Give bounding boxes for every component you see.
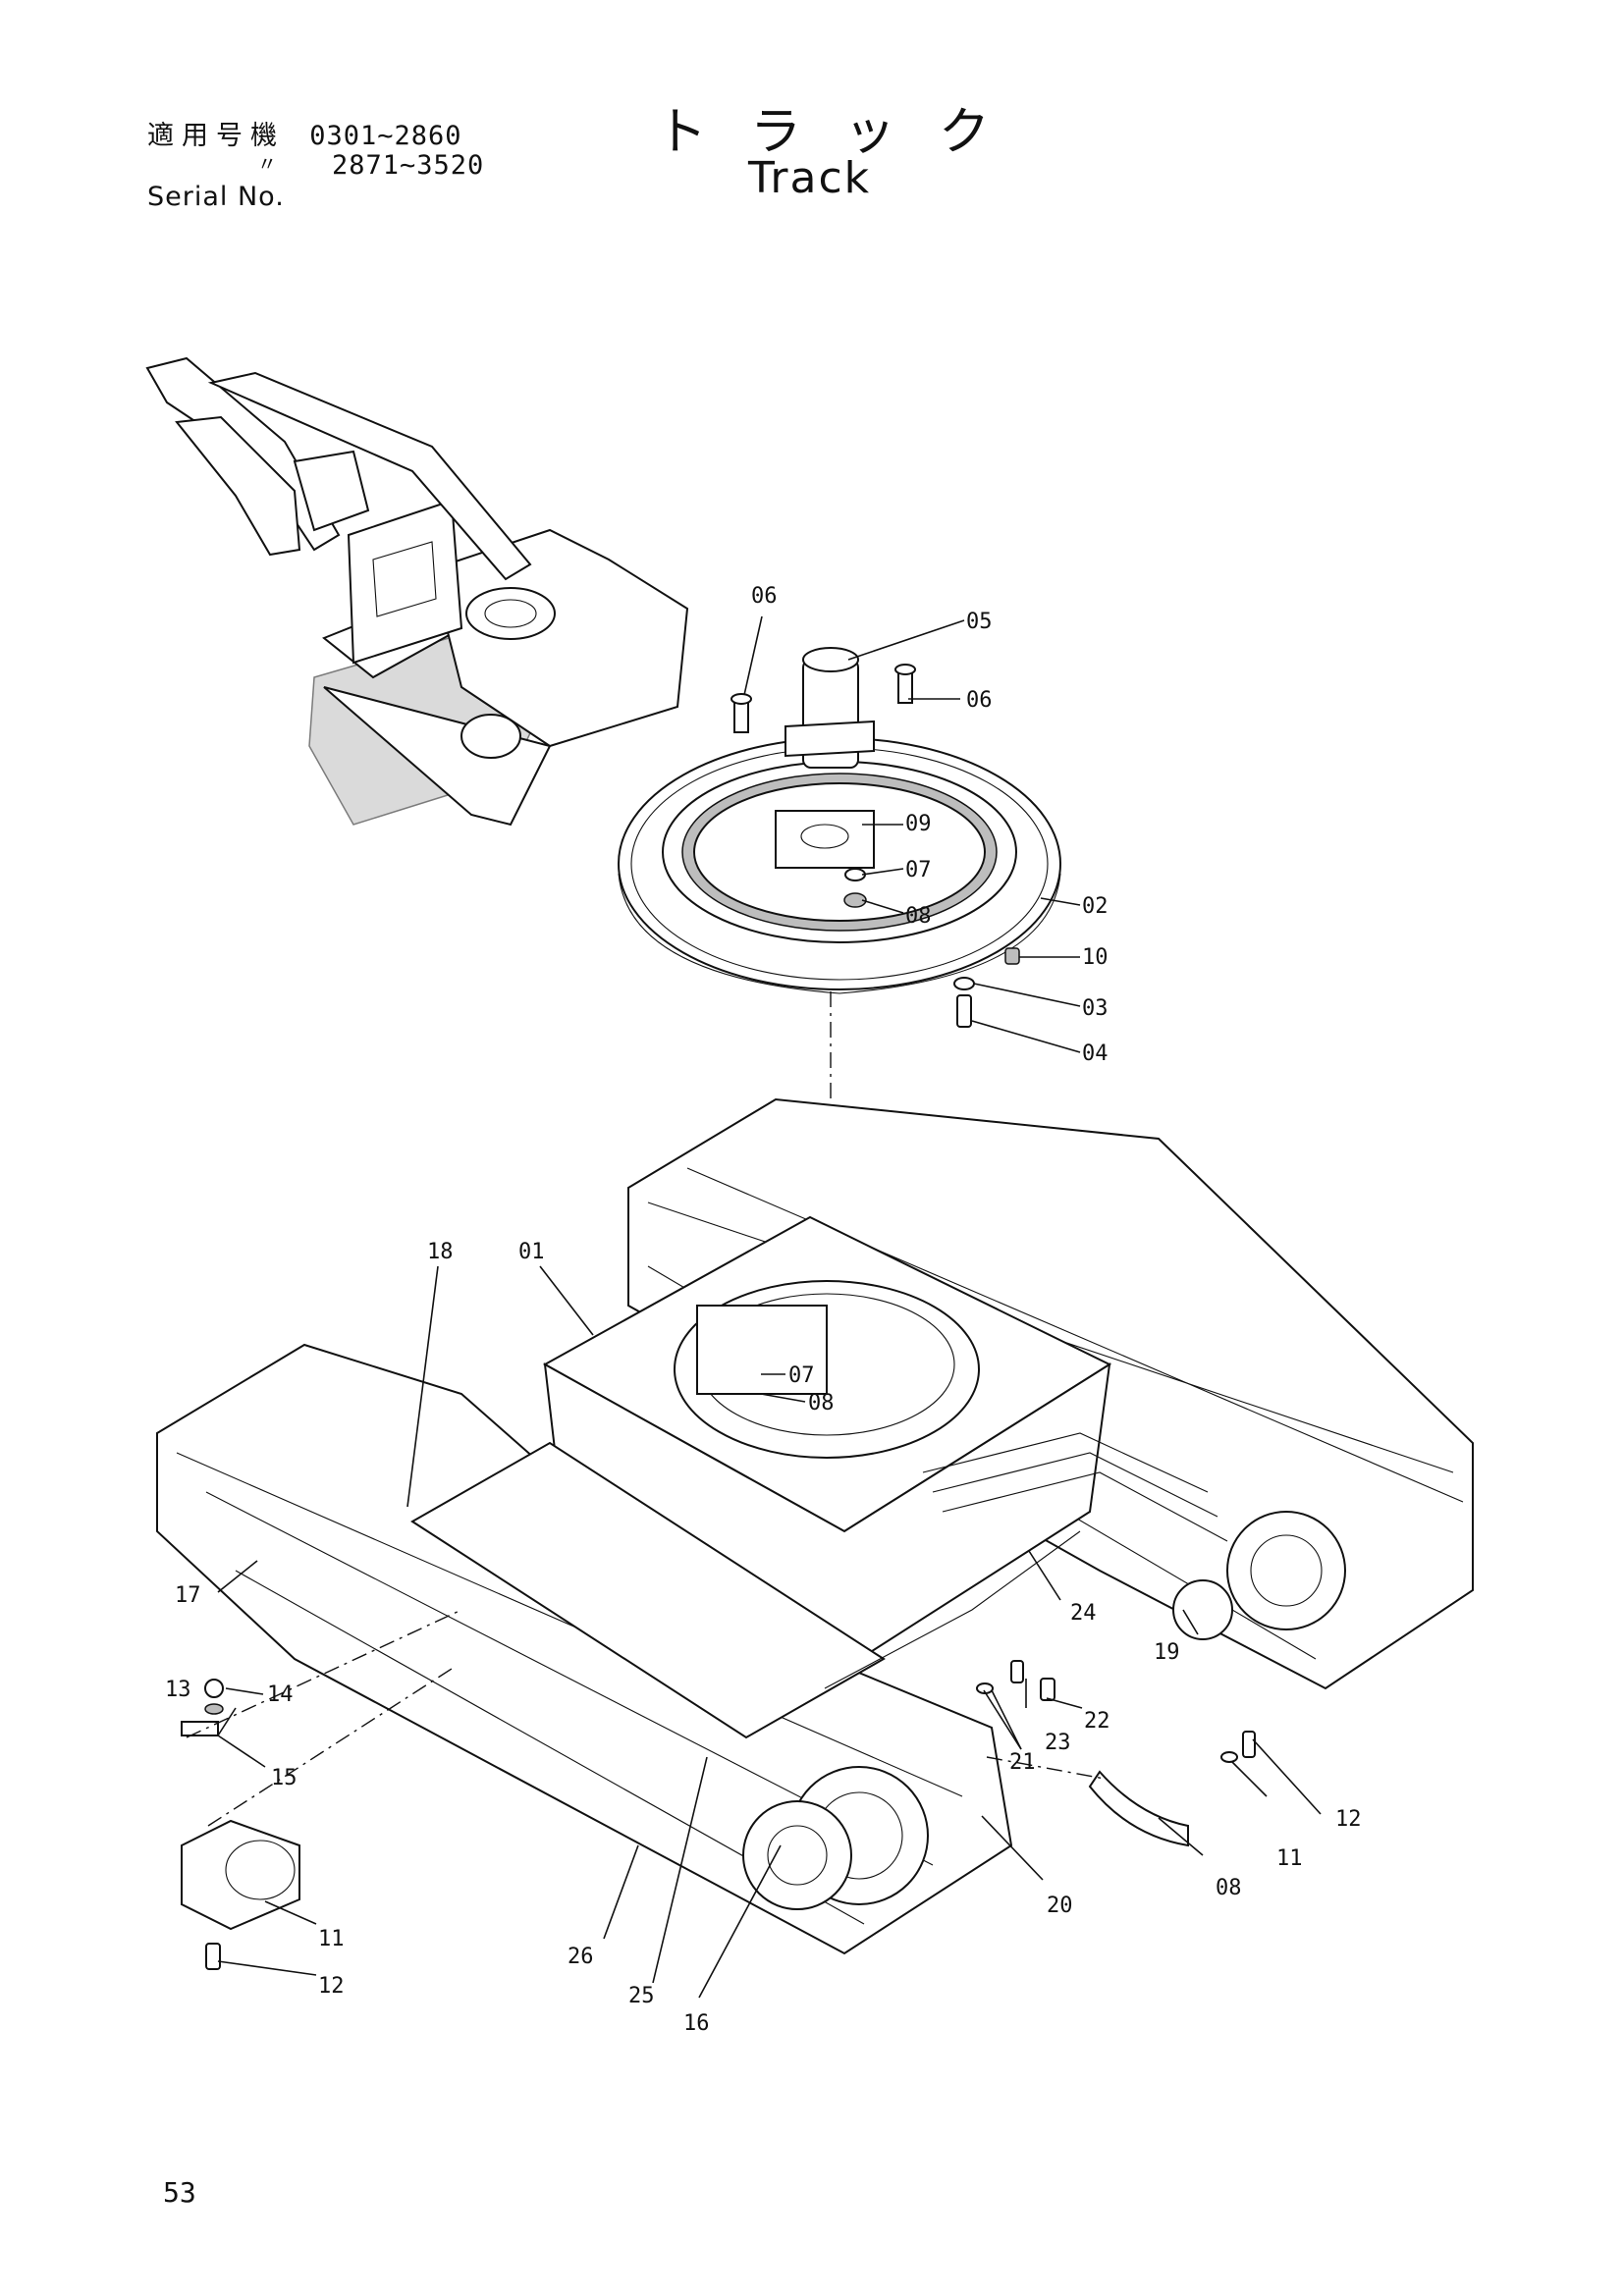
cover-11 <box>1088 1770 1189 1847</box>
serial-range-1: 0301~2860 <box>309 121 462 151</box>
plate-18 <box>181 1721 219 1736</box>
bolt-25 <box>1040 1678 1055 1701</box>
swing-motor <box>775 647 875 869</box>
callout-24: 21 <box>1009 1750 1036 1775</box>
leader-lines <box>186 615 1322 1999</box>
bolt-13 <box>1242 1731 1256 1758</box>
callout-13: 12 <box>1335 1807 1362 1832</box>
callout-14: 11 <box>318 1927 345 1951</box>
callout-16: 13 <box>165 1678 191 1702</box>
callout-25: 22 <box>1084 1709 1110 1734</box>
callout-10: 10 <box>1082 945 1109 970</box>
callout-06-upper-left: 06 <box>751 584 778 609</box>
bolt-04 <box>956 994 972 1028</box>
nut-08 <box>843 892 867 908</box>
callout-04: 04 <box>1082 1041 1109 1066</box>
callout-20: 17 <box>175 1583 201 1608</box>
callout-17: 14 <box>267 1682 294 1707</box>
callout-03: 03 <box>1082 996 1109 1021</box>
callout-28: 25 <box>628 1984 655 2008</box>
callout-01: 01 <box>518 1240 545 1264</box>
callout-08-lower: 08 <box>808 1391 835 1415</box>
ditto-mark: 〃 <box>257 152 278 176</box>
title-japanese: トラック <box>656 103 1034 162</box>
bolt-10 <box>1004 947 1020 965</box>
callout-22: 19 <box>1154 1640 1180 1665</box>
serial-no-label: Serial No. <box>147 182 285 212</box>
callout-07-lower: 07 <box>788 1363 815 1388</box>
callout-19: 16 <box>683 2011 710 2036</box>
swing-bolt-06-right <box>894 664 916 704</box>
callout-27: 24 <box>1070 1601 1097 1626</box>
callout-08-upper: 08 <box>905 904 932 929</box>
page-number: 53 <box>163 2176 196 2209</box>
serial-range-2: 2871~3520 <box>332 150 485 181</box>
callout-07-upper: 07 <box>905 858 932 882</box>
callout-05: 05 <box>966 610 993 634</box>
callout-23: 20 <box>1047 1894 1073 1918</box>
excavator-overview-illustration <box>145 356 689 827</box>
center-frame <box>410 1215 1228 1739</box>
swing-bolt-06-left <box>730 693 752 733</box>
title-english: Track <box>748 153 872 203</box>
nut-16 <box>204 1679 224 1698</box>
callout-29: 26 <box>568 1945 594 1969</box>
callout-12: 11 <box>1276 1846 1303 1871</box>
upper-roller-14 <box>181 1819 300 1931</box>
callout-15: 12 <box>318 1974 345 1999</box>
callout-26: 23 <box>1045 1731 1071 1755</box>
callout-06-upper-right: 06 <box>966 688 993 713</box>
callout-11: 08 <box>1216 1876 1242 1900</box>
callout-02: 02 <box>1082 894 1109 919</box>
washer-03 <box>953 977 975 990</box>
callout-21: 18 <box>427 1240 454 1264</box>
washer-12 <box>1220 1751 1238 1763</box>
bolt-26 <box>1010 1660 1024 1683</box>
left-track-assembly <box>156 1343 1013 1955</box>
callout-09: 09 <box>905 812 932 836</box>
applicable-models-label: 適用号機 0301~2860 <box>147 122 462 151</box>
callout-18: 15 <box>271 1766 298 1790</box>
washer-17 <box>204 1703 224 1715</box>
applicable-label: 適用号機 <box>147 121 285 151</box>
bolt-15 <box>205 1943 221 1970</box>
